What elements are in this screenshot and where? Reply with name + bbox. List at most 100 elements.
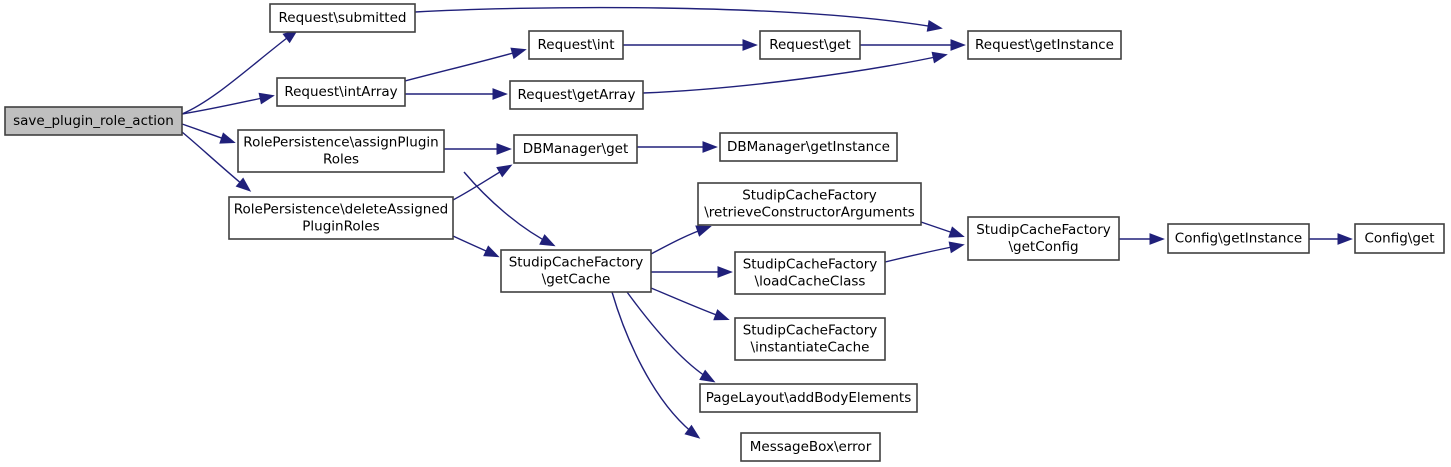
edge-arrowhead [950,39,966,51]
call-edge [650,287,730,321]
node-box[interactable] [734,251,886,295]
edge-arrowhead [684,424,701,439]
node-box[interactable] [269,3,416,33]
edge-line [181,95,273,115]
edge-line [181,30,297,115]
graph-node-dbmanager-get[interactable]: DBManager\get [513,134,638,164]
node-label: RolePersistence\assignPlugin [243,135,438,151]
node-label: Request\getArray [518,87,636,103]
call-edge [860,39,966,51]
edge-line [404,49,525,82]
graph-node-request-get[interactable]: Request\get [759,30,861,60]
graph-node-request-submitted[interactable]: Request\submitted [269,3,416,33]
node-box[interactable] [237,129,445,173]
node-box[interactable] [1354,223,1445,254]
graph-node-studipcachefactory-retrieveconstructorarguments[interactable]: StudipCacheFactory\retrieveConstructorAr… [697,182,922,226]
call-edge [636,141,718,153]
edges-layer [181,6,1353,439]
call-edge [405,88,508,100]
graph-node-studipcachefactory-loadcacheclass[interactable]: StudipCacheFactory\loadCacheClass [734,251,886,295]
node-label: RolePersistence\deleteAssigned [234,202,448,218]
call-edge [181,123,236,144]
call-edge [443,143,512,155]
graph-node-save-plugin-role-action[interactable]: save_plugin_role_action [4,106,183,136]
node-label: Config\getInstance [1175,231,1302,247]
edge-line [642,54,946,94]
edge-arrowhead [483,245,500,258]
node-label: \getCache [542,272,611,288]
call-edge [181,92,275,115]
call-edge [650,225,712,255]
node-label: \instantiateCache [751,340,870,356]
graph-node-request-intarray[interactable]: Request\intArray [276,77,406,107]
node-box[interactable] [509,80,644,110]
node-box[interactable] [528,30,624,60]
edge-arrowhead [931,51,948,64]
edge-arrowhead [219,132,236,144]
node-box[interactable] [1167,223,1310,254]
node-label: Roles [323,152,359,168]
graph-node-studipcachefactory-getcache[interactable]: StudipCacheFactory\getCache [500,249,652,293]
node-label: Request\getInstance [975,37,1114,53]
node-label: StudipCacheFactory [743,257,878,273]
call-edge [463,171,556,247]
edge-arrowhead [699,369,716,383]
edge-arrowhead [948,241,965,254]
node-label: DBManager\getInstance [727,139,890,155]
graph-node-request-int[interactable]: Request\int [528,30,624,60]
node-box[interactable] [513,134,638,164]
graph-node-request-getinstance[interactable]: Request\getInstance [967,30,1122,60]
graph-node-messagebox-error[interactable]: MessageBox\error [740,432,881,462]
node-box[interactable] [740,432,881,462]
node-box[interactable] [699,383,918,413]
edge-arrowhead [1149,233,1165,245]
call-edge [1119,233,1165,245]
edge-arrowhead [713,309,730,321]
graph-node-dbmanager-getinstance[interactable]: DBManager\getInstance [719,132,898,162]
call-edge [623,39,758,51]
call-edge [626,291,716,383]
graph-node-config-get[interactable]: Config\get [1354,223,1445,254]
edge-arrowhead [1337,233,1353,245]
node-box[interactable] [719,132,898,162]
call-edge [404,47,527,82]
graph-node-pagelayout-addbodyelements[interactable]: PageLayout\addBodyElements [699,383,918,413]
node-label: PageLayout\addBodyElements [706,390,912,406]
call-edge [414,6,943,32]
graph-node-studipcachefactory-instantiatecache[interactable]: StudipCacheFactory\instantiateCache [734,317,886,361]
call-edge [181,131,252,192]
node-label: DBManager\get [523,141,629,157]
call-edge [452,164,513,201]
graph-node-config-getinstance[interactable]: Config\getInstance [1167,223,1310,254]
graph-node-rolepersistence-deleteassignedpluginroles[interactable]: RolePersistence\deleteAssignedPluginRole… [228,196,454,240]
node-box[interactable] [759,30,861,60]
node-box[interactable] [276,77,406,107]
node-box[interactable] [697,182,922,226]
call-edge [611,291,701,439]
edge-arrowhead [717,266,733,278]
graph-node-request-getarray[interactable]: Request\getArray [509,80,644,110]
node-label: Request\submitted [279,10,407,26]
node-box[interactable] [4,106,183,136]
edge-arrowhead [948,226,965,238]
call-edge [920,221,965,238]
node-box[interactable] [500,249,652,293]
call-edge [651,266,733,278]
edge-arrowhead [496,143,512,155]
edge-line [414,6,941,29]
node-label: PluginRoles [302,219,379,235]
call-edge [452,235,500,258]
node-box[interactable] [734,317,886,361]
edge-arrowhead [510,47,527,60]
node-box[interactable] [967,216,1120,261]
graph-node-studipcachefactory-getconfig[interactable]: StudipCacheFactory\getConfig [967,216,1120,261]
edge-line [626,291,714,382]
edge-arrowhead [539,234,556,247]
edge-arrowhead [926,20,943,32]
call-edge [1309,233,1353,245]
node-box[interactable] [228,196,454,240]
node-box[interactable] [967,30,1122,60]
